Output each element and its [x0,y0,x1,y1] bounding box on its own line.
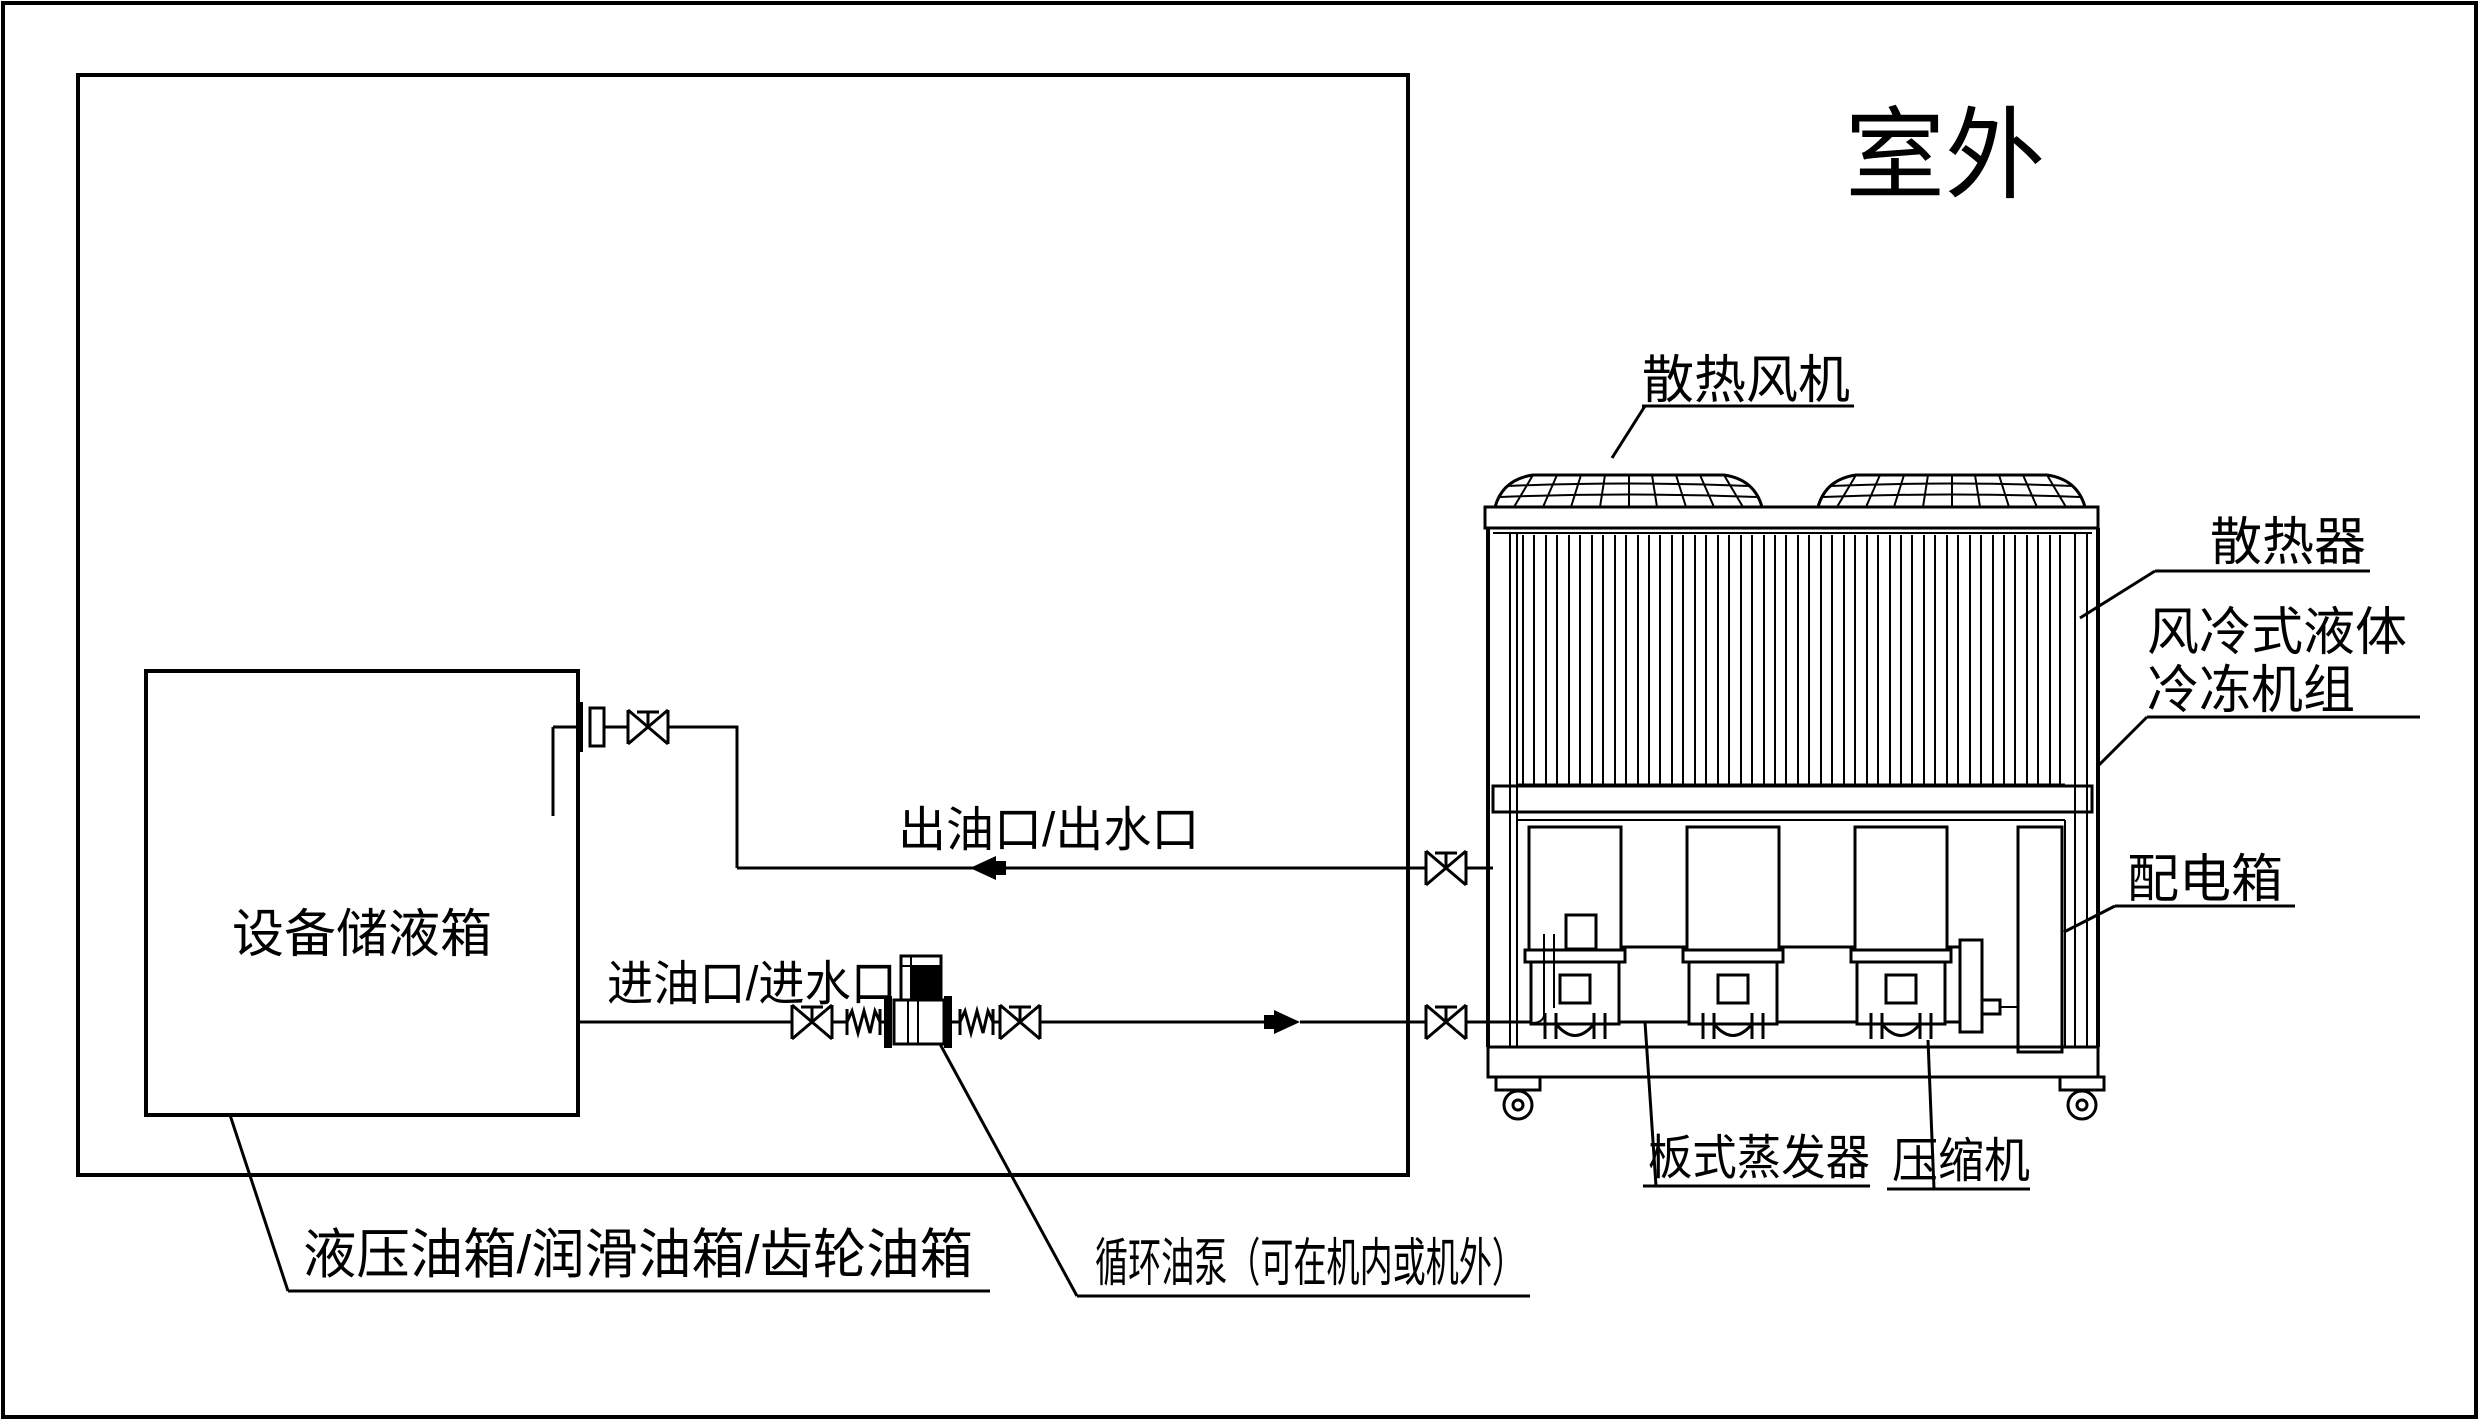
outlet-pipe: 出油口/出水口 [551,702,1493,887]
pipe-segment [668,725,739,868]
leader-line [938,1043,1530,1298]
leader-line [2063,904,2295,934]
valve-icon [626,708,670,746]
flow-arrow-right-icon [1274,1010,1300,1034]
evaporator-label: 板式蒸发器 [1648,1132,1870,1185]
condenser-coil [1517,535,2065,787]
annotation-unit: 风冷式液体 冷冻机组 [2096,604,2420,768]
power-box-label: 配电箱 [2127,851,2283,909]
leader-line [1610,404,1854,459]
inlet-pipe-label: 进油口/进水口 [607,958,897,1011]
manifold-bracket [1958,938,1984,1034]
leader-line [1887,1039,2030,1191]
fan-dome-icon [1816,473,2087,509]
flange-block [588,706,606,748]
coil-fins [1522,535,2061,785]
inlet-pipe: 进油口/进水口 [578,954,1517,1048]
unit-label-line2: 冷冻机组 [2147,662,2355,720]
chiller-unit [1483,473,2106,1121]
outdoor-label: 室外 [1845,100,2045,212]
unit-label-line1: 风冷式液体 [2147,604,2407,662]
annotation-power-box: 配电箱 [2063,851,2295,934]
equipment-tank: 设备储液箱 [144,669,580,1117]
annotation-radiator: 散热器 [2079,514,2370,620]
mid-frame-bar [1491,784,2094,814]
pump-body-lines [907,1000,919,1044]
tank-outline [144,669,580,1117]
fan-label: 散热风机 [1642,352,1850,410]
fan-dome-icon [1493,473,1764,509]
leader-line [2096,715,2420,768]
annotation-tank: 液压油箱/润滑油箱/齿轮油箱 [228,1114,990,1293]
leader-line [228,1114,990,1293]
outlet-pipe-label: 出油口/出水口 [898,804,1199,857]
frame-columns [1486,528,2100,1047]
manifold-stub [1980,998,2002,1016]
flex-connector-icon [845,1007,882,1037]
compressor-unit [1681,825,1785,1041]
base-frame [1486,1045,2100,1079]
compressor-label: 压缩机 [1892,1135,2030,1188]
tank-annotation-label: 液压油箱/润滑油箱/齿轮油箱 [303,1225,973,1285]
caster-wheel-icon [2058,1075,2106,1121]
flow-arrow-tail [996,861,1006,875]
compressor-pipe [1531,934,1555,1024]
radiator-label: 散热器 [2210,514,2366,572]
indoor-area-box [76,73,1410,1177]
leader-line [2079,569,2370,620]
flow-arrow-tail [1264,1015,1274,1029]
valve-icon [1424,1003,1468,1041]
pump-motor [911,966,941,1000]
annotation-compressor: 压缩机 [1887,1039,2030,1191]
pump-flange [884,996,892,1048]
annotation-pump: 循环油泵（可在机内或机外） [938,1043,1530,1298]
pump-flange [944,996,952,1048]
power-distribution-box [2016,825,2064,1054]
annotation-evaporator: 板式蒸发器 [1643,1021,1870,1188]
annotation-fan: 散热风机 [1610,352,1854,459]
tank-label: 设备储液箱 [232,906,492,964]
caster-wheel-icon [1494,1075,1542,1121]
valve-icon [998,1003,1042,1041]
flex-connector-icon [958,1007,995,1037]
flow-arrow-left-icon [970,856,996,880]
compressor-cap [1564,913,1598,951]
valve-icon [1424,849,1468,887]
pump-annotation-label: 循环油泵（可在机内或机外） [1095,1235,1525,1293]
compressor-unit [1849,825,1953,1041]
circulating-pump [884,954,952,1048]
frame-column-lines [1509,533,2088,1047]
roof-bar [1483,505,2100,530]
leader-line [1643,1021,1870,1188]
